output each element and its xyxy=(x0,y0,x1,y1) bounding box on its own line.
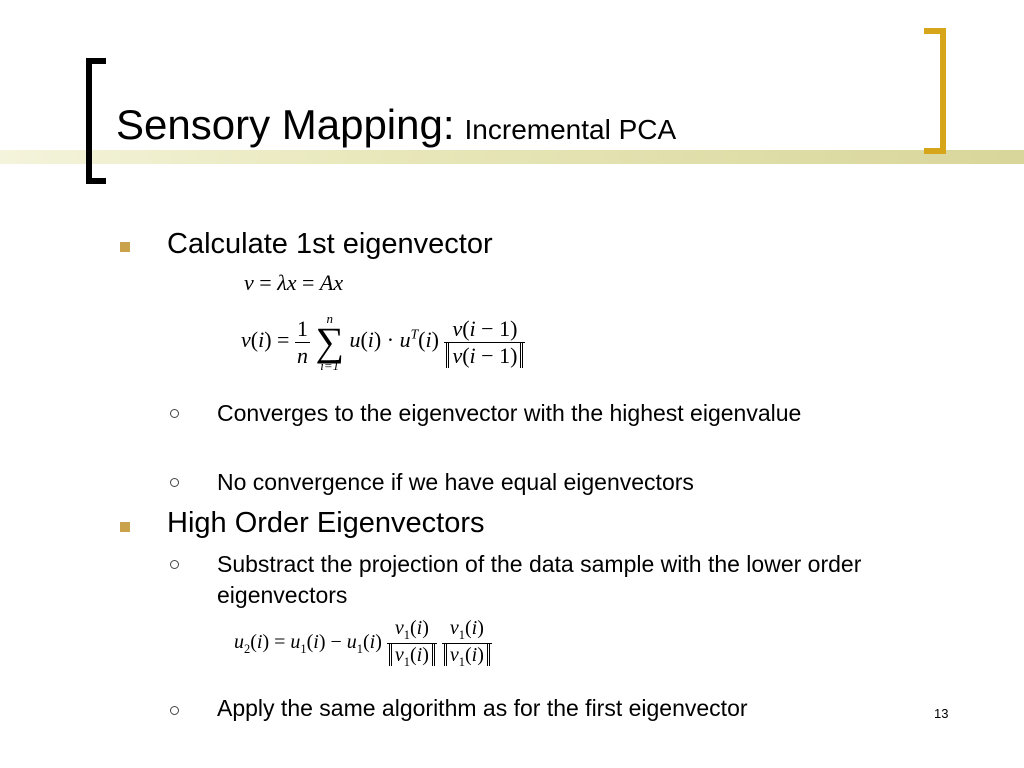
circle-bullet-icon xyxy=(170,706,179,715)
right-bracket-decoration xyxy=(924,28,946,154)
page-number: 13 xyxy=(934,706,949,721)
sub-bullet-apply-algorithm: Apply the same algorithm as for the firs… xyxy=(217,695,748,721)
sub-bullet-substract-projection: Substract the projection of the data sam… xyxy=(217,551,862,608)
sub-bullet-converges: Converges to the eigenvector with the hi… xyxy=(217,400,802,426)
bullet-calculate-eigenvector: Calculate 1st eigenvector xyxy=(167,228,493,260)
circle-bullet-icon xyxy=(170,478,179,487)
title-subtitle: Incremental PCA xyxy=(464,114,677,145)
equation-higher-order: u2(i) = u1(i) − u1(i) v1(i) v1(i) v1(i) … xyxy=(234,617,492,670)
bullet-high-order-eigenvectors: High Order Eigenvectors xyxy=(167,507,485,539)
circle-bullet-icon xyxy=(170,409,179,418)
square-bullet-icon xyxy=(120,522,130,532)
equation-eigen-definition: v = λx = Ax xyxy=(244,270,344,295)
title-band xyxy=(0,150,1024,164)
circle-bullet-icon xyxy=(170,560,179,569)
title-main: Sensory Mapping xyxy=(116,101,443,148)
title-separator: : xyxy=(442,101,455,148)
sub-bullet-no-convergence: No convergence if we have equal eigenvec… xyxy=(217,469,694,495)
left-bracket-decoration xyxy=(86,58,106,184)
slide-title: Sensory Mapping: Incremental PCA xyxy=(116,104,676,146)
square-bullet-icon xyxy=(120,242,130,252)
